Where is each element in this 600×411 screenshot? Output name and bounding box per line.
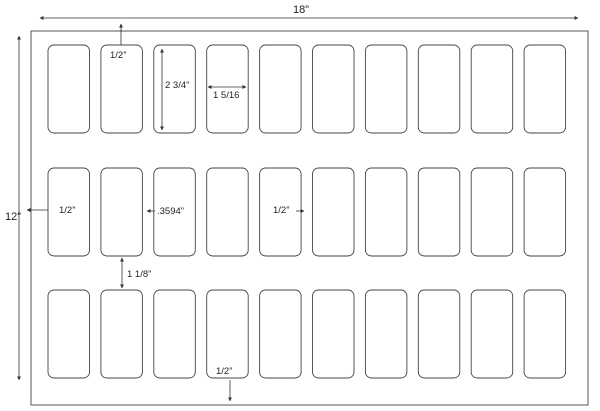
label-r1-c9 — [470, 44, 514, 134]
label-r1-c2 — [100, 44, 143, 134]
label-width-label: 1 5/16 — [213, 90, 240, 101]
label-r2-c9 — [470, 167, 514, 257]
label-r1-c7 — [364, 44, 408, 134]
label-r1-c6 — [312, 44, 355, 134]
label-r1-c4 — [206, 44, 249, 134]
horizontal-gap-label: .3594” — [157, 206, 184, 217]
label-r2-c4 — [206, 167, 249, 257]
vertical-gap-label: 1 1/8” — [127, 269, 152, 280]
label-r3-c9 — [470, 289, 514, 379]
sheet-height-label: 12” — [5, 211, 21, 223]
label-r3-c5 — [259, 289, 302, 379]
label-r2-c3 — [153, 167, 196, 257]
sheet-outline — [30, 30, 589, 406]
label-r2-c6 — [312, 167, 355, 257]
label-r3-c10 — [523, 289, 567, 379]
label-r2-c2 — [100, 167, 143, 257]
bottom-margin-label: 1/2” — [216, 366, 233, 377]
label-height-label: 2 3/4” — [165, 80, 190, 91]
label-r3-c4 — [206, 289, 249, 379]
label-r1-c1 — [47, 44, 90, 134]
sheet-width-label: 18” — [293, 4, 309, 16]
inner-half-inch-label: 1/2” — [273, 205, 290, 216]
label-r3-c7 — [364, 289, 408, 379]
label-r3-c1 — [47, 289, 90, 379]
label-r3-c2 — [100, 289, 143, 379]
label-r2-c8 — [417, 167, 461, 257]
label-r3-c6 — [312, 289, 355, 379]
label-r1-c10 — [523, 44, 567, 134]
left-margin-label: 1/2” — [59, 205, 76, 216]
top-margin-label: 1/2” — [110, 50, 127, 61]
label-grid — [47, 44, 567, 379]
label-r1-c8 — [417, 44, 461, 134]
label-r2-c7 — [364, 167, 408, 257]
label-r2-c10 — [523, 167, 567, 257]
label-r1-c3 — [153, 44, 196, 134]
label-r3-c8 — [417, 289, 461, 379]
label-r2-c1 — [47, 167, 90, 257]
label-r3-c3 — [153, 289, 196, 379]
label-r1-c5 — [259, 44, 302, 134]
